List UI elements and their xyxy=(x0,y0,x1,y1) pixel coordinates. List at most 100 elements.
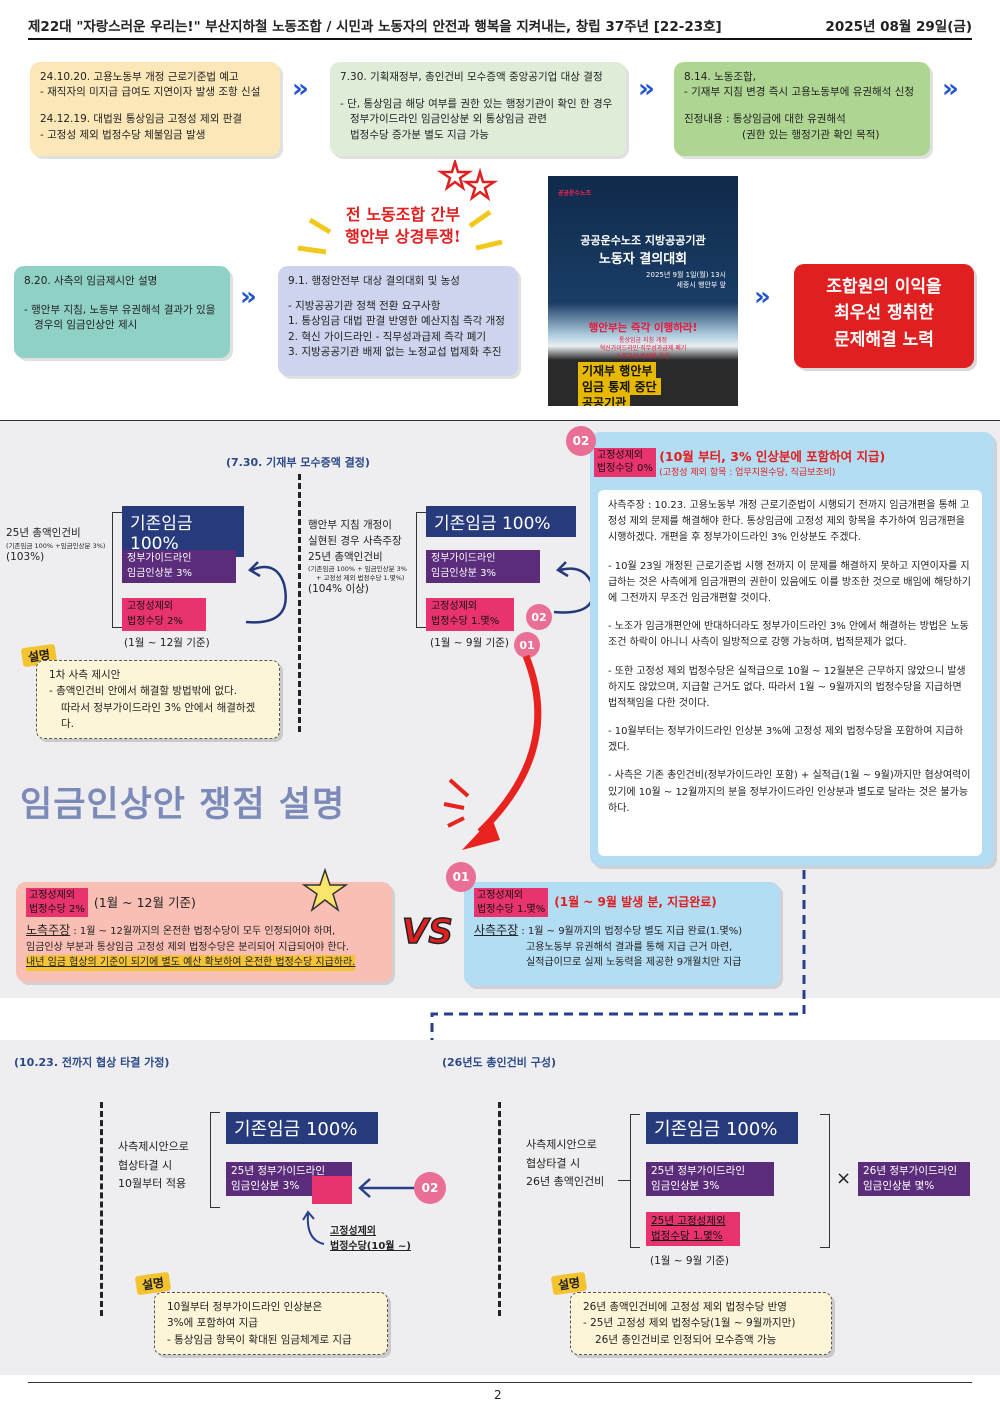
chevron-right-icon: » xyxy=(240,282,257,312)
marker-02: 02 xyxy=(566,426,596,456)
timeline-box-1: 24.10.20. 고용노동부 개정 근로기준법 예고 - 재직자의 미지급 급… xyxy=(30,62,280,156)
tl4-line3: 경우의 임금인상안 제시 xyxy=(34,319,138,332)
poster-slogan: 행안부는 즉각 이행하라! xyxy=(588,322,698,334)
s3-left-text: 사측제시안으로 협상타결 시 10월부터 적용 xyxy=(118,1138,189,1194)
s3r-fixed-box: 25년 고정성제외 법정수당 1.몇% xyxy=(646,1212,740,1247)
chevron-right-icon: » xyxy=(754,282,771,312)
left-base-wage: 기존임금 100% xyxy=(122,506,244,557)
poster-sign1: 기재부 행안부 xyxy=(578,362,657,379)
rb-tag1: 고정성제외 xyxy=(597,449,643,461)
s3-left-label: (10.23. 전까지 협상 타결 가정) xyxy=(14,1056,170,1069)
divider-left xyxy=(298,474,301,732)
left-note: 1차 사측 제시안 - 총액인건비 안에서 해결할 방법밖에 없다. 따라서 정… xyxy=(36,660,280,740)
curve-arrow-icon xyxy=(245,561,287,624)
mid-fixed-box: 고정성제외 법정수당 1.몇% xyxy=(426,598,514,631)
s3l-base-wage: 기존임금 100% xyxy=(226,1112,378,1144)
s3r-next-box: 26년 정부가이드라인 임금인상분 몇% xyxy=(858,1162,970,1197)
poster-sign2: 임금 통제 중단 xyxy=(578,378,661,395)
red-box: 조합원의 이익을 최우선 쟁취한 문제해결 노력 xyxy=(794,264,974,368)
tl1-line2: - 재직자의 미지급 급여도 지연이자 발생 조항 신설 xyxy=(40,86,261,99)
poster-org: 공공운수노조 xyxy=(558,190,592,197)
chevron-right-icon: » xyxy=(638,74,655,104)
vs-label: VS xyxy=(401,911,453,953)
ub-tag1: 고정성제외 xyxy=(29,890,75,901)
poster-date: 2025년 9월 1일(월) 13시 xyxy=(646,271,726,279)
s3ln-line1: 10월부터 정부가이드라인 인상분은 xyxy=(167,1301,323,1313)
left-period: (1월 ~ 12월 기준) xyxy=(124,637,210,649)
left-guide1: 정부가이드라인 xyxy=(127,553,192,564)
chevron-right-icon: » xyxy=(292,74,309,104)
s3r-fixed2: 법정수당 1.몇% xyxy=(651,1230,723,1243)
tl5-line5: 3. 지방공공기관 배제 없는 노정교섭 법제화 추진 xyxy=(288,345,502,358)
poster-sub3: 노정교섭 법제화 추진 xyxy=(616,353,670,360)
s3l-guide1: 25년 정부가이드라인 xyxy=(231,1165,325,1177)
left-fixed-box: 고정성제외 법정수당 2% xyxy=(122,598,206,631)
mb-head: (1월 ~ 9월 발생 분, 지급완료) xyxy=(554,895,717,910)
left-bracket xyxy=(112,512,122,628)
left-guide2: 임금인상분 3% xyxy=(127,567,193,579)
s3l-l3: 10월부터 적용 xyxy=(118,1177,187,1191)
spark-lines xyxy=(443,778,470,828)
ub-claim-label: 노측주장 xyxy=(26,923,71,937)
rb-sub: (고정성 제외 항목 : 업무지원수당, 직급보조비) xyxy=(659,468,836,478)
mid-sub2: + 고정성 제외 법정수당 1.몇%) xyxy=(316,573,405,582)
mid-guide1: 정부가이드라인 xyxy=(431,553,496,564)
poster-place: 세종시 행안부 앞 xyxy=(676,281,726,289)
times-icon: × xyxy=(836,1168,852,1189)
timeline-box-3: 8.14. 노동조합, - 기재부 지침 변경 즉시 고용노동부에 유권해석 신… xyxy=(674,62,930,156)
mb-claim-b: 고용노동부 유권해석 결과를 통해 지급 근거 마련, xyxy=(526,941,733,953)
s3l-guide2: 임금인상분 3% xyxy=(231,1180,300,1193)
s3l-fixed2: 법정수당(10월 ~) xyxy=(330,1241,411,1252)
mid-l1: 행안부 지침 개정이 xyxy=(308,519,392,531)
left-total-pct: (103%) xyxy=(6,551,45,564)
rb-p1: 사측주장 : 10.23. 고용노동부 개정 근로기준법이 시행되기 전까지 임… xyxy=(608,500,970,544)
divider-s3-left xyxy=(100,1102,103,1316)
mid-label: (7.30. 기재부 모수증액 결정) xyxy=(226,456,370,469)
mid-fixed1: 고정성제외 xyxy=(431,601,477,612)
left-note-line2: - 총액인건비 안에서 해결할 방법밖에 없다. xyxy=(49,685,238,698)
ub-head: (1월 ~ 12월 기준) xyxy=(93,894,196,910)
marker-01: 01 xyxy=(514,632,540,658)
s3r-l1: 사측제시안으로 xyxy=(526,1138,597,1151)
left-total-label: 25년 총액인건비 (기존임금 100% +임금인상분 3%) (103%) xyxy=(6,526,105,566)
s3r-period: (1월 ~ 9월 기준) xyxy=(650,1255,730,1267)
s3r-tick xyxy=(618,1180,630,1181)
s3r-right-bracket xyxy=(820,1114,830,1248)
rally-poster: 공공운수노조 공공운수노조 지방공공기관 노동자 결의대회 2025년 9월 1… xyxy=(548,176,738,406)
divider-s3-right xyxy=(498,1102,501,1316)
mid-l3: 25년 총액인건비 xyxy=(308,550,383,563)
left-note-line1: 1차 사측 제시안 xyxy=(49,669,121,681)
timeline-box-5: 9.1. 행정안전부 대상 결의대회 및 농성 - 지방공공기관 정책 전환 요… xyxy=(278,266,518,376)
tl5-line3: 1. 통상임금 대법 판결 반영한 예산지침 즉각 개정 xyxy=(288,315,505,328)
timeline-box-2: 7.30. 기획재정부, 총인건비 모수증액 중앙공기업 대상 결정 - 단, … xyxy=(330,62,626,156)
left-fixed1: 고정성제외 xyxy=(127,601,173,612)
tl4-line1: 8.20. 사측의 임금제시안 설명 xyxy=(24,275,158,287)
s3l-pink-accent xyxy=(312,1176,352,1204)
s3r-guide1: 25년 정부가이드라인 xyxy=(651,1165,745,1177)
s3-right-note: 26년 총액인건비에 고정성 제외 법정수당 반영 - 25년 고정성 제외 법… xyxy=(570,1292,832,1355)
rb-p2: - 10월 23일 개정된 근로기준법 시행 전까지 이 문제를 해결하지 못하… xyxy=(608,560,971,604)
left-total-text: 25년 총액인건비 xyxy=(6,527,81,539)
poster-title2: 노동자 결의대회 xyxy=(598,252,688,267)
rb-p6: - 사측은 기존 총인건비(정부가이드라인 포함) + 실적급(1월 ~ 9월)… xyxy=(608,770,971,814)
callout-rays xyxy=(297,160,503,255)
s3-right-text: 사측제시안으로 협상타결 시 26년 총액인건비 xyxy=(526,1136,604,1192)
star-icon xyxy=(461,167,499,202)
red-line3: 문제해결 노력 xyxy=(834,329,934,350)
s3r-l3: 26년 총액인건비 xyxy=(526,1175,605,1189)
s3r-fixed1: 25년 고정성제외 xyxy=(651,1215,726,1227)
s3l-bracket xyxy=(210,1112,220,1208)
s3l-fixed1: 고정성제외 xyxy=(330,1226,376,1237)
red-line1: 조합원의 이익을 xyxy=(826,277,942,297)
ub-tag2: 법정수당 2% xyxy=(29,903,85,915)
left-guide-box: 정부가이드라인 임금인상분 3% xyxy=(122,550,236,583)
rb-p5: - 10월부터는 정부가이드라인 인상분 3%에 고정성 제외 법정수당을 포함… xyxy=(608,726,964,754)
tl5-line2: - 지방공공기관 정책 전환 요구사항 xyxy=(288,300,441,313)
s3r-guide2: 임금인상분 3% xyxy=(651,1180,720,1193)
s3l-l2: 협상타결 시 xyxy=(118,1158,173,1172)
marker-02: 02 xyxy=(414,1172,446,1204)
left-note-line3: 따라서 정부가이드라인 3% 안에서 해결하겠다. xyxy=(61,701,256,730)
s3r-l2: 협상타결 시 xyxy=(526,1156,581,1170)
s3ln-line2: 3%에 포함하여 지급 xyxy=(167,1317,258,1330)
